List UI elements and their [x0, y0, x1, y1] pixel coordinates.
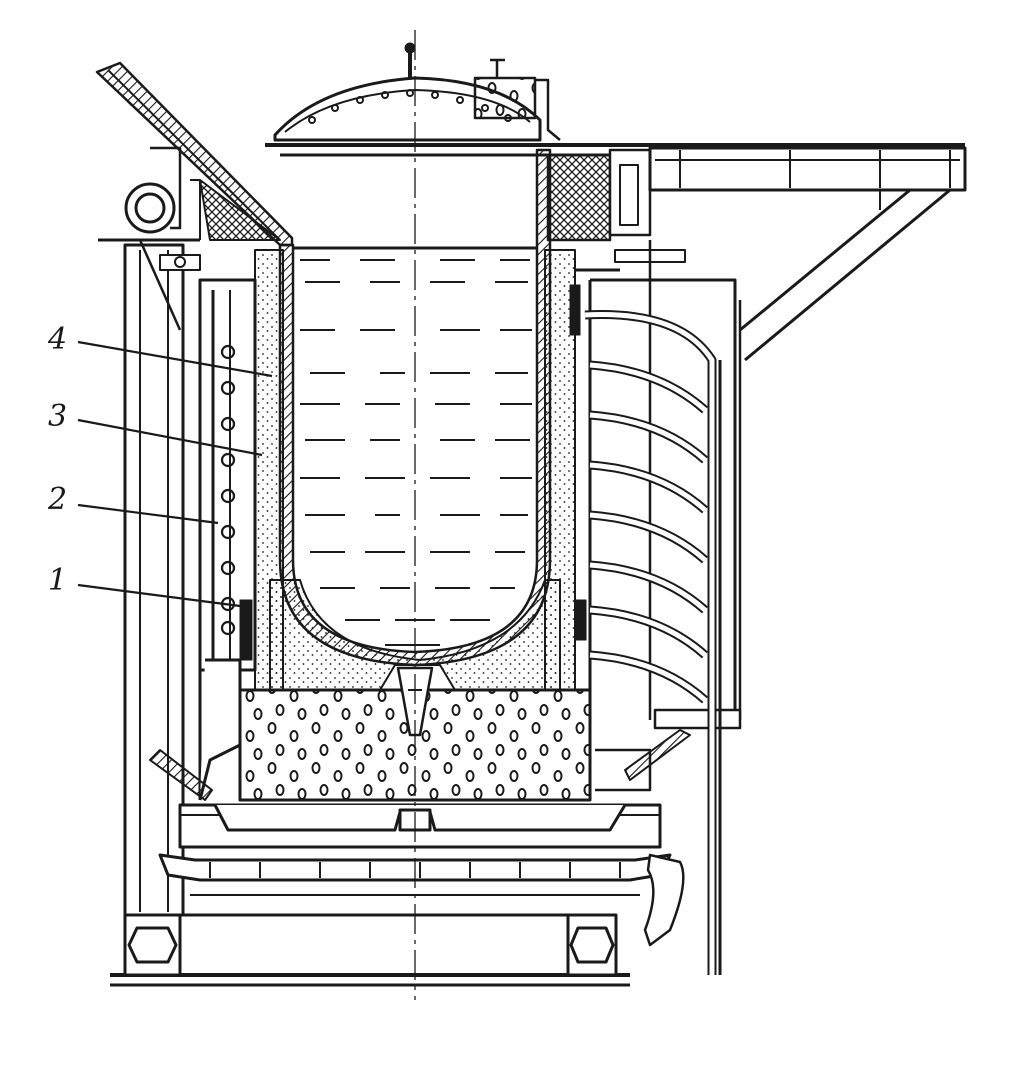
leader-line-1 [77, 583, 241, 608]
left-frame-post [123, 243, 185, 917]
leader-line-2 [77, 503, 219, 525]
furnace-lid [265, 42, 965, 157]
bottom-right-handle [149, 729, 691, 947]
tilt-pivot [98, 146, 201, 331]
inductor-coil-leads-right [569, 284, 722, 975]
furnace-base [110, 913, 630, 987]
pouring-spout [95, 61, 294, 247]
callout-label-3: 3 [48, 399, 68, 434]
callout-label-2: 2 [48, 482, 68, 517]
crucible-wall [278, 148, 552, 667]
molten-metal [293, 246, 537, 646]
leader-line-4 [77, 340, 273, 378]
leader-line-3 [77, 418, 263, 457]
callout-label-4: 4 [48, 322, 68, 357]
callout-leader-lines [77, 340, 273, 608]
callout-label-1: 1 [48, 563, 68, 598]
insulation-layer [254, 249, 576, 691]
top-right-frame [546, 146, 967, 362]
inductor-coil-left [220, 344, 253, 661]
